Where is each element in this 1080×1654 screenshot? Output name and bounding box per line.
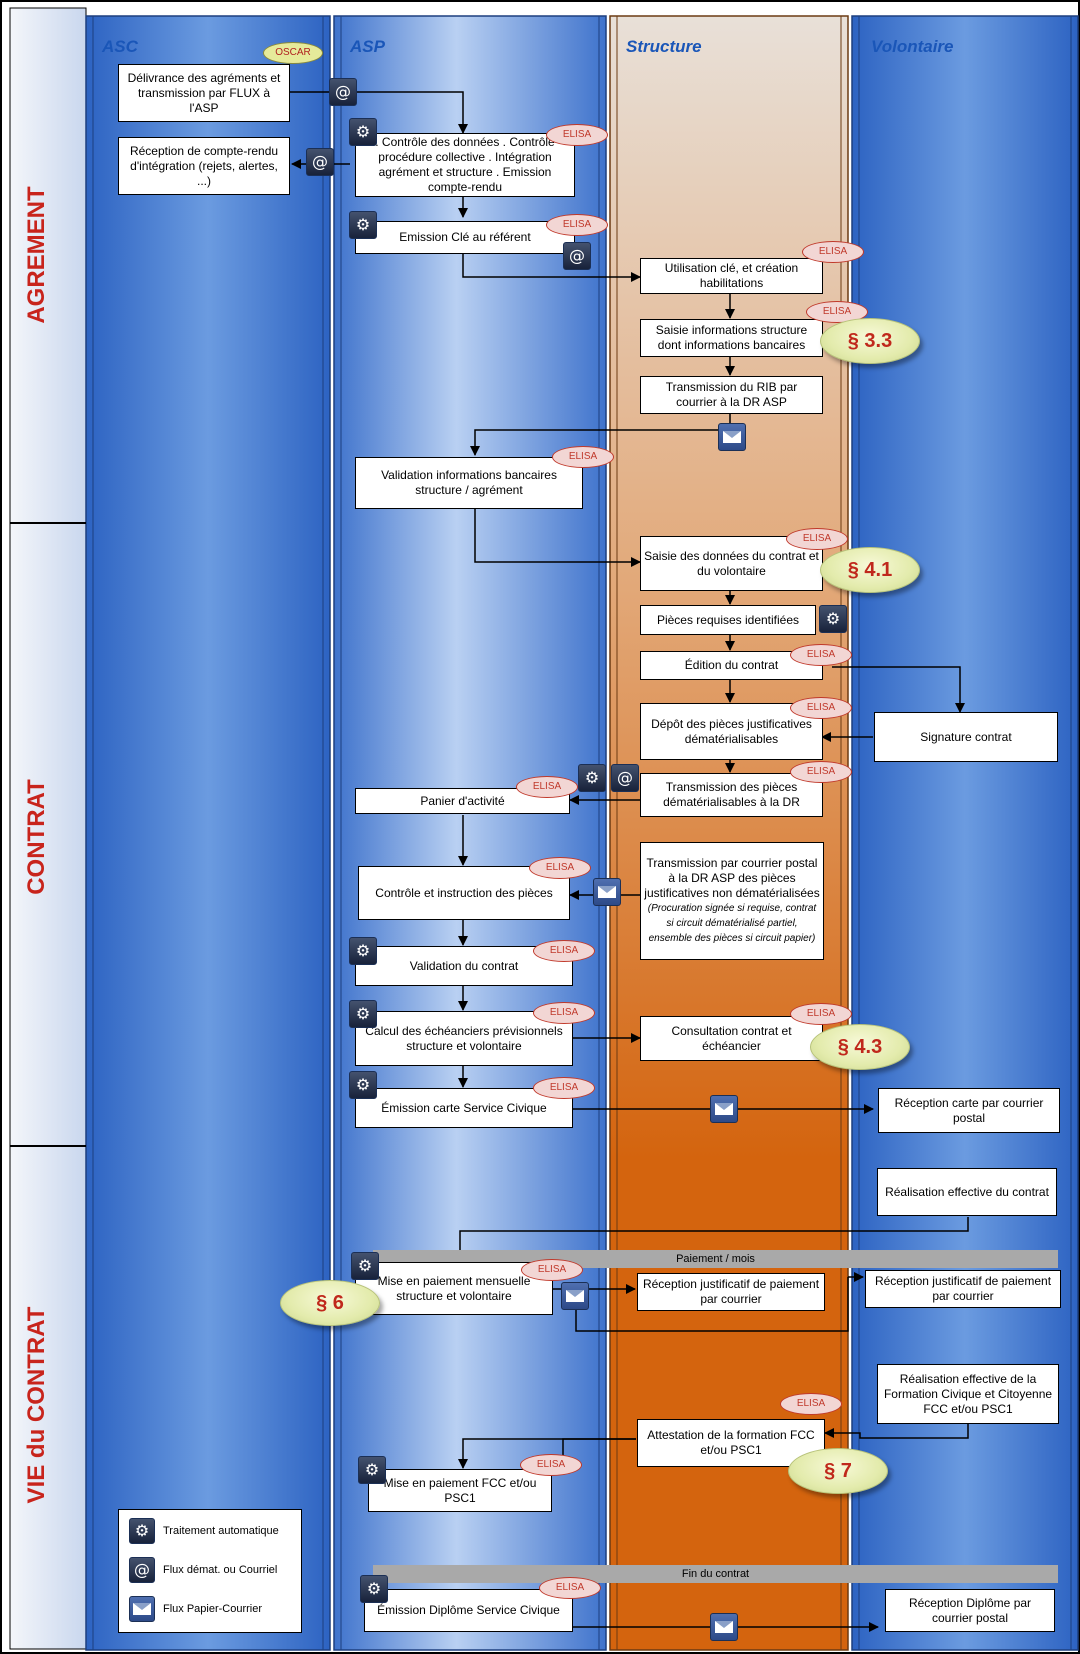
gear-icon: ⚙	[129, 1518, 155, 1544]
legend-row-flux: @ Flux démat. ou Courriel	[129, 1557, 277, 1583]
box-consultation-contrat: Consultation contrat et échéancier	[640, 1016, 823, 1061]
tag-elisa-emission-diplome: ELISA	[539, 1577, 601, 1599]
box-realisation-contrat: Réalisation effective du contrat	[877, 1168, 1057, 1216]
ref-section-4-3: § 4.3	[810, 1024, 910, 1070]
gear-icon: ⚙	[349, 1071, 377, 1099]
tag-elisa-edition-contrat: ELISA	[790, 644, 852, 666]
at-icon: @	[129, 1557, 155, 1583]
lane-title-structure: Structure	[626, 37, 702, 56]
mail-icon	[593, 878, 621, 906]
box-transmission-courrier: Transmission par courrier postal à la DR…	[640, 842, 824, 960]
box-saisie-structure: Saisie informations structure dont infor…	[640, 319, 823, 357]
mail-icon	[710, 1613, 738, 1641]
phase-contrat: CONTRAT	[23, 779, 50, 895]
gear-icon: ⚙	[351, 1252, 379, 1280]
box-transmission-rib: Transmission du RIB par courrier à la DR…	[640, 376, 823, 414]
tag-elisa-emission-cle: ELISA	[546, 214, 608, 236]
box-validation-bancaires: Validation informations bancaires struct…	[355, 457, 583, 509]
gear-icon: ⚙	[349, 211, 377, 239]
tag-elisa-saisie-contrat: ELISA	[786, 528, 848, 550]
box-validation-contrat: Validation du contrat	[355, 946, 573, 986]
box-reception-compte-rendu: Réception de compte-rendu d'intégration …	[118, 137, 290, 195]
at-icon: @	[563, 242, 591, 270]
at-icon: @	[329, 78, 357, 106]
phase-vie-du-contrat: VIE du CONTRAT	[23, 1306, 50, 1504]
tag-elisa-consultation: ELISA	[790, 1003, 852, 1025]
mail-icon	[710, 1095, 738, 1123]
ref-section-6: § 6	[280, 1280, 380, 1326]
box-mise-en-paiement: Mise en paiement mensuelle structure et …	[355, 1262, 553, 1315]
transmission-courrier-detail: (Procuration signée si requise, contrat …	[647, 903, 817, 944]
tag-elisa-validation-contrat: ELISA	[533, 940, 595, 962]
tag-elisa-mise-paiement: ELISA	[521, 1259, 583, 1281]
lane-title-asp: ASP	[350, 37, 385, 56]
legend-row-auto: ⚙ Traitement automatique	[129, 1518, 279, 1544]
box-controle-donnees: . Contrôle des données . Contrôle procéd…	[355, 133, 575, 197]
tag-elisa-controle-pieces: ELISA	[529, 857, 591, 879]
box-delivrance-agrements: Délivrance des agréments et transmission…	[118, 64, 290, 122]
tag-elisa-controle: ELISA	[546, 124, 608, 146]
ref-section-7: § 7	[788, 1448, 888, 1494]
gear-icon: ⚙	[578, 764, 606, 792]
gear-icon: ⚙	[349, 1000, 377, 1028]
box-utilisation-cle: Utilisation clé, et création habilitatio…	[640, 258, 823, 294]
tag-elisa-panier: ELISA	[516, 776, 578, 798]
transmission-courrier-text: Transmission par courrier postal à la DR…	[644, 856, 820, 900]
tag-elisa-transmission-pieces: ELISA	[790, 761, 852, 783]
box-calcul-echeanciers: Calcul des échéanciers prévisionnels str…	[355, 1011, 573, 1066]
box-reception-justificatif-structure: Réception justificatif de paiement par c…	[637, 1273, 825, 1311]
gear-icon: ⚙	[360, 1575, 388, 1603]
tag-elisa-calcul: ELISA	[533, 1002, 595, 1024]
legend-label-auto: Traitement automatique	[163, 1525, 279, 1537]
box-mise-en-paiement-fcc: Mise en paiement FCC et/ou PSC1	[368, 1469, 552, 1512]
mail-icon	[129, 1596, 155, 1622]
box-reception-justificatif-volontaire: Réception justificatif de paiement par c…	[865, 1270, 1061, 1308]
gear-icon: ⚙	[349, 937, 377, 965]
box-reception-diplome: Réception Diplôme par courrier postal	[885, 1589, 1055, 1632]
legend-row-papier: Flux Papier-Courrier	[129, 1596, 262, 1622]
tag-elisa-attestation: ELISA	[780, 1393, 842, 1415]
tag-elisa-mise-paiement-fcc: ELISA	[520, 1454, 582, 1476]
box-realisation-fcc: Réalisation effective de la Formation Ci…	[877, 1364, 1059, 1424]
tag-elisa-validation-bancaires: ELISA	[552, 446, 614, 468]
box-attestation-fcc: Attestation de la formation FCC et/ou PS…	[637, 1419, 825, 1467]
box-signature-contrat: Signature contrat	[874, 712, 1058, 762]
at-icon: @	[611, 764, 639, 792]
gear-icon: ⚙	[358, 1456, 386, 1484]
box-emission-cle: Emission Clé au référent	[355, 221, 575, 254]
lane-title-volontaire: Volontaire	[871, 37, 954, 56]
box-controle-pieces: Contrôle et instruction des pièces	[358, 866, 570, 920]
box-reception-carte: Réception carte par courrier postal	[878, 1088, 1060, 1133]
tag-elisa-utilisation-cle: ELISA	[802, 241, 864, 263]
at-icon: @	[306, 148, 334, 176]
mail-icon	[718, 423, 746, 451]
tag-oscar: OSCAR	[263, 42, 323, 64]
mail-icon	[561, 1282, 589, 1310]
bar-fin-du-contrat: Fin du contrat	[373, 1565, 1058, 1583]
legend: ⚙ Traitement automatique @ Flux démat. o…	[118, 1509, 302, 1633]
ref-section-4-1: § 4.1	[820, 547, 920, 593]
box-pieces-requises: Pièces requises identifiées	[640, 605, 816, 635]
phase-agrement: AGREMENT	[23, 186, 50, 324]
legend-label-flux: Flux démat. ou Courriel	[163, 1564, 278, 1576]
box-depot-pieces: Dépôt des pièces justificatives dématéri…	[640, 703, 823, 760]
box-emission-carte: Émission carte Service Civique	[355, 1088, 573, 1128]
tag-elisa-depot-pieces: ELISA	[790, 697, 852, 719]
box-emission-diplome: Émission Diplôme Service Civique	[364, 1589, 573, 1632]
legend-label-papier: Flux Papier-Courrier	[163, 1603, 263, 1615]
lane-title-asc: ASC	[102, 37, 138, 56]
ref-section-3-3: § 3.3	[820, 318, 920, 364]
box-transmission-pieces: Transmission des pièces dématérialisable…	[640, 773, 823, 817]
gear-icon: ⚙	[819, 605, 847, 633]
tag-elisa-emission-carte: ELISA	[533, 1077, 595, 1099]
box-panier-activite: Panier d'activité	[355, 788, 570, 814]
gear-icon: ⚙	[349, 118, 377, 146]
